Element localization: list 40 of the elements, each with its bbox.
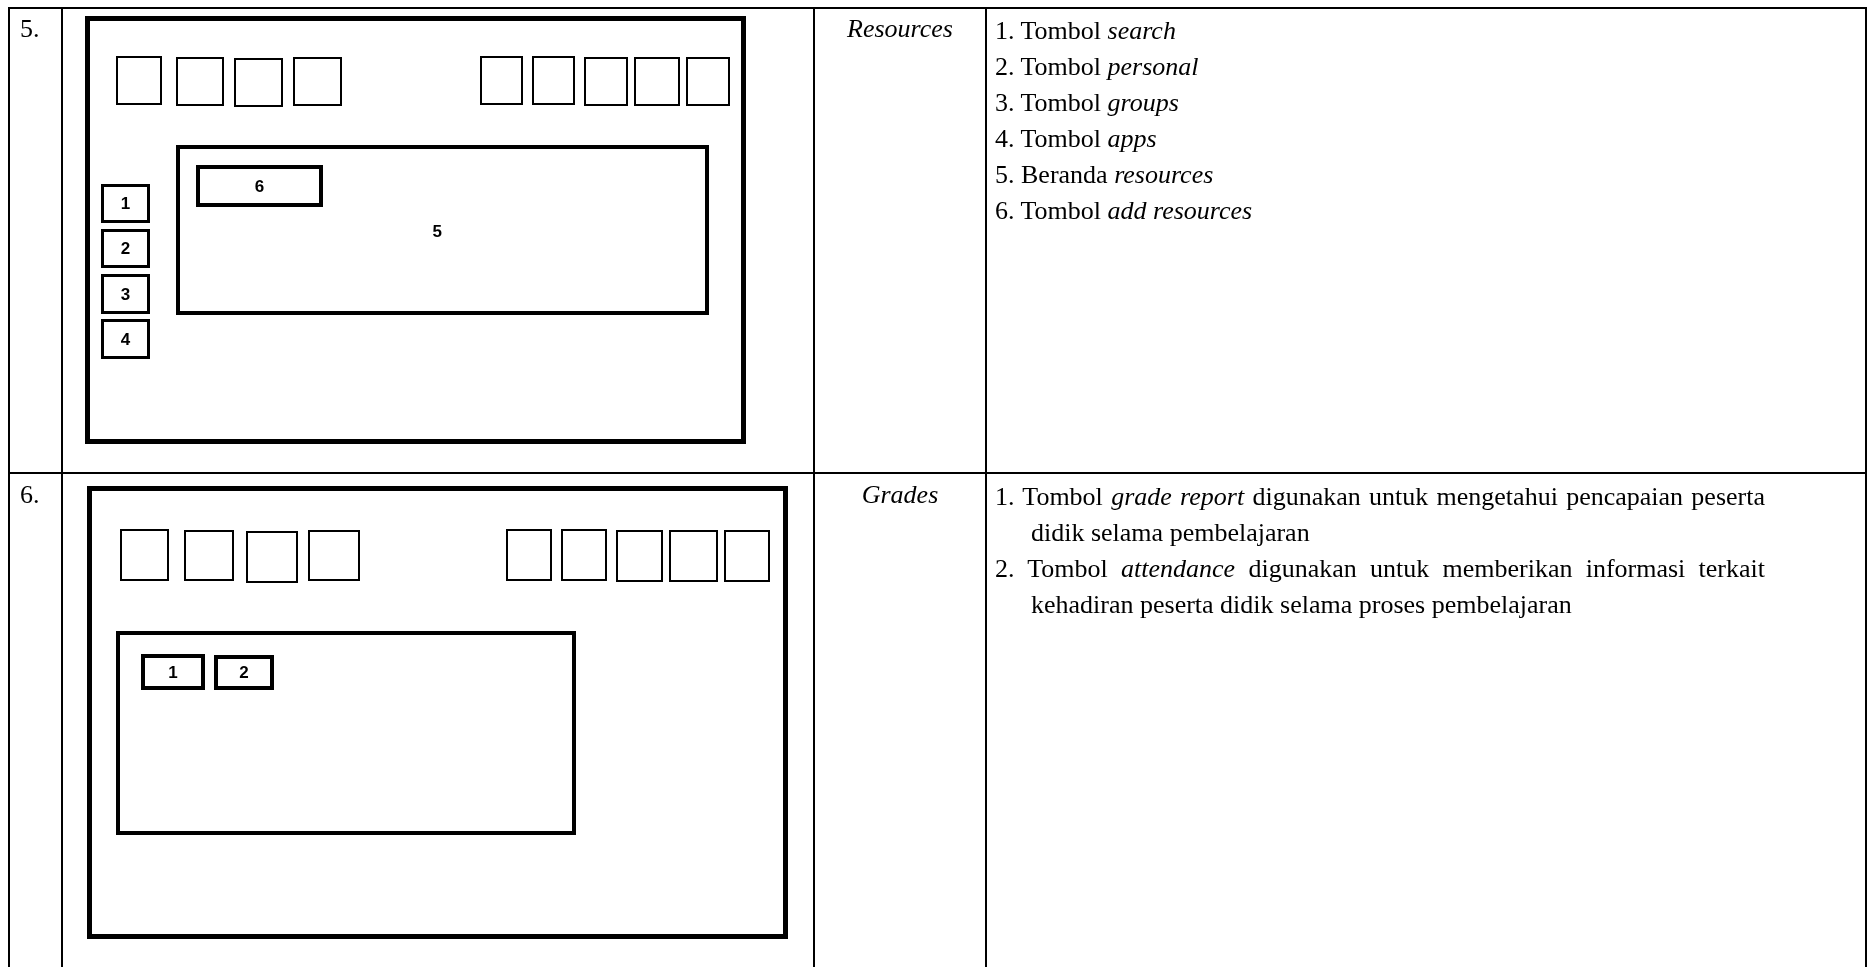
numbered-button: 6 (196, 165, 323, 207)
description-item: 5. Beranda resources (995, 159, 1215, 191)
icon-placeholder (532, 56, 575, 105)
icon-placeholder (506, 529, 552, 581)
icon-placeholder (116, 56, 162, 105)
numbered-button: 2 (101, 229, 150, 268)
icon-placeholder (308, 530, 360, 581)
icon-placeholder (293, 57, 342, 106)
icon-placeholder (669, 530, 718, 582)
numbered-button: 1 (101, 184, 150, 223)
icon-placeholder (480, 56, 523, 105)
icon-placeholder (584, 57, 628, 106)
description-item: 4. Tombol apps (995, 123, 1158, 155)
icon-placeholder (184, 530, 234, 581)
row-number: 6. (20, 479, 40, 511)
screen-frame (87, 486, 788, 939)
description-item: 3. Tombol groups (995, 87, 1180, 119)
icon-placeholder (120, 529, 169, 581)
icon-placeholder (176, 57, 224, 106)
feature-name: Resources (847, 13, 953, 45)
icon-placeholder (246, 531, 298, 583)
feature-name: Grades (861, 479, 939, 511)
numbered-button: 4 (101, 319, 150, 359)
numbered-button: 2 (214, 655, 274, 690)
icon-placeholder (616, 530, 663, 582)
description-item: 2. Tombol attendance digunakan untuk memberikan informasi terkait kehadiran peserta didik selama proses pembelajaran (995, 553, 1765, 621)
icon-placeholder (724, 530, 770, 582)
numbered-button: 1 (141, 654, 205, 690)
content-panel (116, 631, 576, 835)
icon-placeholder (561, 529, 607, 581)
description-item: 6. Tombol add resources (995, 195, 1254, 227)
description-item: 2. Tombol personal (995, 51, 1200, 83)
icon-placeholder (634, 57, 680, 106)
description-item: 1. Tombol search (995, 15, 1177, 47)
icon-placeholder (234, 58, 283, 107)
icon-placeholder (686, 57, 730, 106)
screen-frame (85, 16, 746, 444)
numbered-button: 3 (101, 274, 150, 314)
content-panel: 5 6 (176, 145, 709, 315)
row-number: 5. (20, 13, 40, 45)
